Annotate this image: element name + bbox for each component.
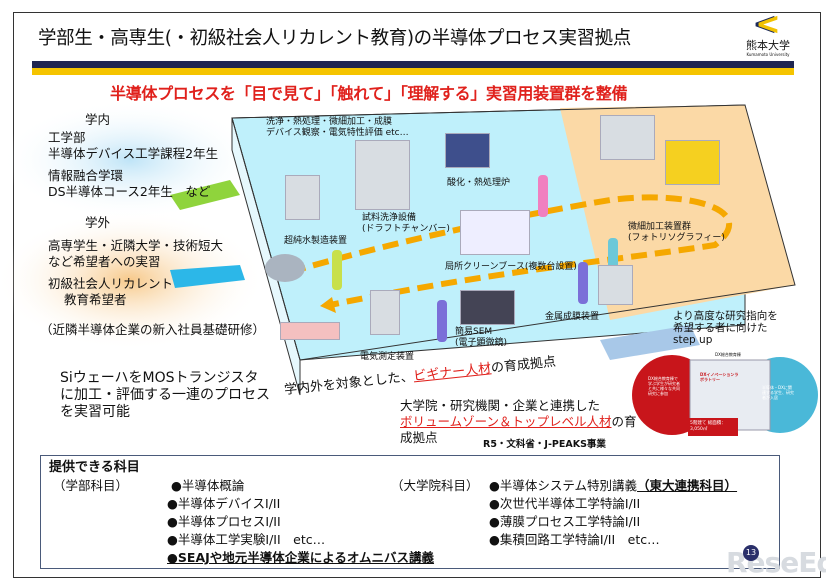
header-bar-yellow: [32, 68, 794, 75]
building-size: 5階建て 総面積：3,050㎡: [690, 421, 726, 432]
litho-equipment-image: [665, 140, 720, 185]
university-logo: < 熊本大学 Kumamoto University: [740, 10, 796, 60]
draft-chamber-image: [355, 140, 410, 210]
clean-booth-image: [460, 210, 530, 255]
program-label: R5・文科省・J-PEAKS事業: [483, 439, 606, 450]
course-item: ●半導体工学実験I/II etc…: [167, 532, 326, 547]
inside-arrow-icon: [170, 180, 240, 210]
courses-title: 提供できる科目: [49, 460, 140, 475]
metal-deposition-image: [598, 265, 633, 305]
person-icon: [538, 175, 548, 217]
logo-name: 熊本大学: [746, 39, 790, 52]
label-draft: 試料洗浄設備(ドラフトチャンバー): [362, 213, 450, 234]
course-item: ●SEAJや地元半導体企業によるオムニバス講義: [167, 550, 435, 565]
logo-mark-icon: <: [755, 7, 781, 42]
page-number: 13: [743, 545, 759, 561]
sem-image: [460, 290, 515, 325]
company-training: （近隣半導体企業の新入社員基礎研修）: [40, 322, 266, 337]
outside-list: 高専学生・近隣大学・技術短大など希望者への実習 初級社会人リカレント教育希望者: [48, 238, 224, 307]
outside-arrow-icon: [170, 265, 245, 288]
process-list: 洗浄・熱処理・微細加工・成膜デバイス観察・電気特性評価 etc…: [266, 117, 409, 138]
course-item: ●半導体デバイスI/II: [167, 496, 281, 511]
water-equipment-image: [285, 175, 320, 220]
person-icon: [437, 300, 447, 342]
process-flow-arrow: [289, 194, 733, 308]
subtitle: 半導体プロセスを「目で見て」「触れて」「理解する」実習用装置群を整備: [110, 84, 628, 103]
advanced-text: 大学院・研究機関・企業と連携した ボリュームゾーン＆トップレベル人材の育 成拠点: [400, 398, 637, 445]
course-item: ●半導体概論: [171, 478, 245, 493]
undergrad-label: （学部科目）: [53, 478, 129, 493]
label-furnace: 酸化・熱処理炉: [447, 178, 511, 188]
outside-label: 学外: [85, 215, 111, 230]
flow-arrowhead: [320, 297, 336, 313]
building-lab-label: DXイノベーションラボラトリー: [700, 372, 739, 382]
label-water: 超純水製造装置: [284, 236, 348, 246]
header-bar-navy: [32, 61, 794, 68]
label-metal: 金属成膜装置: [545, 312, 600, 322]
building-right-note: 半導体・DXに関連する学生、研究者が入居: [762, 385, 794, 400]
label-booth: 局所クリーンブース(複数台設置): [445, 262, 577, 272]
course-item: ●薄膜プロセス工学特論I/II: [489, 514, 641, 529]
probe-station-image: [370, 290, 400, 335]
label-sem: 簡易SEM(電子顕微鏡): [455, 327, 508, 348]
label-litho: 微細加工装置群(フォトリソグラフィー): [628, 222, 725, 243]
outside-glow: [0, 210, 265, 350]
person-icon: [332, 250, 342, 290]
course-item: ●半導体プロセスI/II: [167, 514, 281, 529]
building-size-badge: [688, 418, 738, 436]
mos-diagram-image: [280, 322, 340, 340]
course-item: ●集積回路工学特論I/II etc…: [489, 532, 660, 547]
label-probe: 電気測定装置: [360, 352, 415, 362]
person-icon: [578, 262, 588, 304]
stepup-arrow-icon: [600, 325, 700, 360]
litho-equipment-image: [600, 115, 655, 160]
furnace-image: [445, 133, 490, 168]
building-left-note: DX総合教育棟で学ぶ学生が研究者と共に様々な共同研究に参加: [648, 376, 680, 396]
page-title: 学部生・高専生(・初級社会人リカレント教育)の半導体プロセス実習拠点: [38, 28, 631, 49]
courses-box: 提供できる科目 （学部科目） ●半導体概論 ●半導体デバイスI/II ●半導体プ…: [40, 455, 780, 569]
wafer-icon: [265, 254, 305, 282]
course-item: ●次世代半導体工学特論I/II: [489, 496, 641, 511]
watermark-logo: ReseEd: [726, 546, 826, 579]
grad-label: （大学院科目）: [391, 478, 479, 493]
process-summary: SiウェーハをMOSトランジスタに加工・評価する一連のプロセスを実習可能: [60, 370, 270, 420]
course-item: ●半導体システム特別講義（東大連携科目）: [489, 478, 738, 493]
inside-label: 学内: [85, 112, 111, 127]
logo-en: Kumamoto University: [746, 52, 790, 57]
building-top-label: DX総合教育棟: [715, 352, 741, 357]
